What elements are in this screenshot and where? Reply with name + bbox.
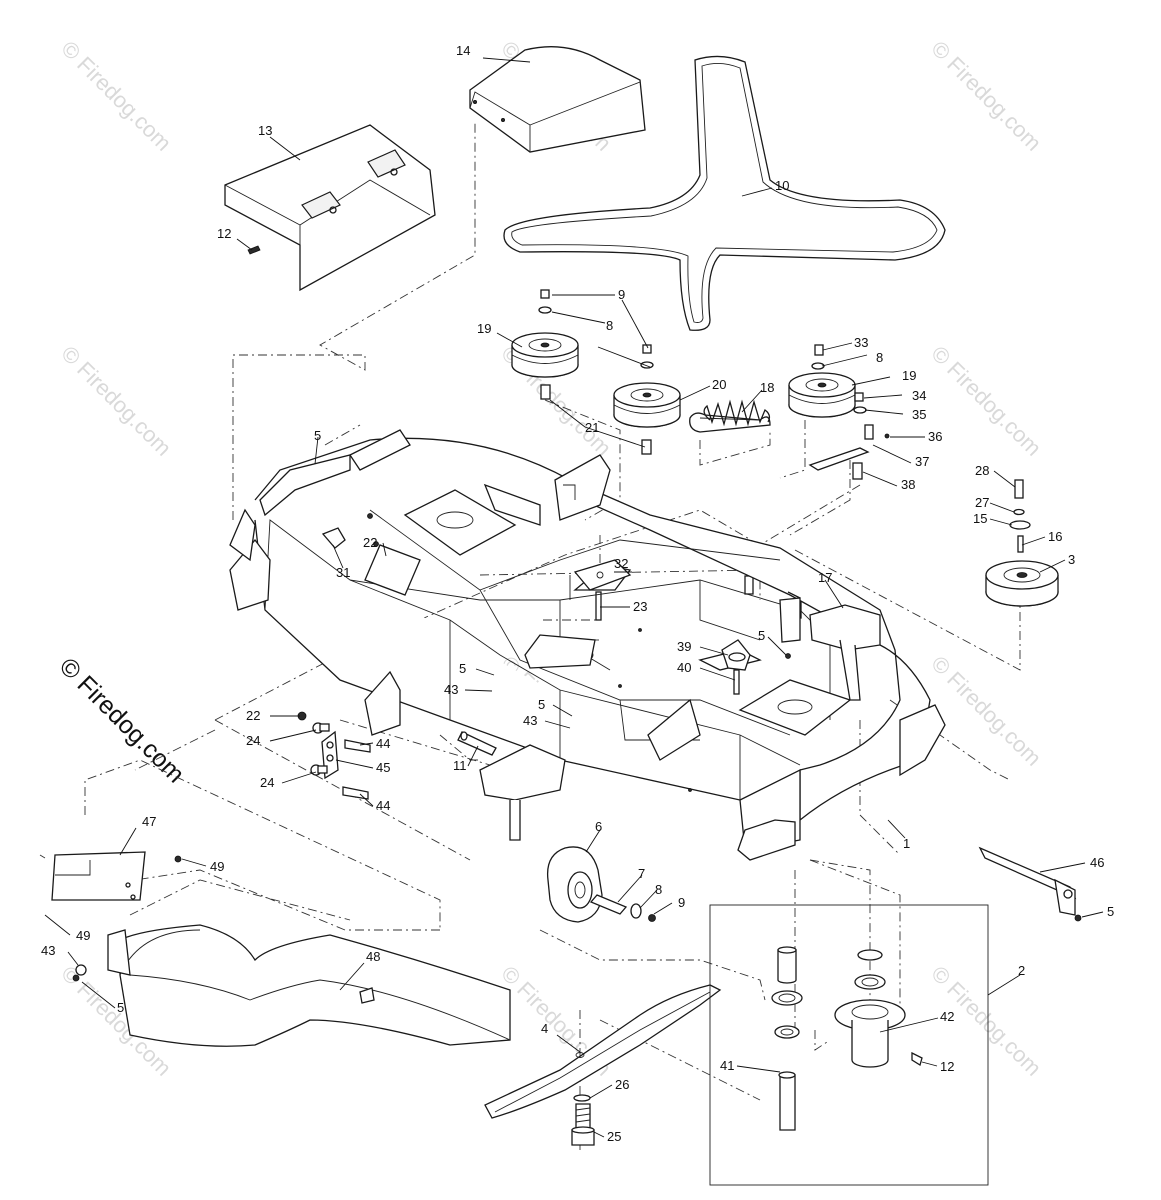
callout-35: 35 <box>912 407 926 422</box>
watermark-main: © Firedog.com <box>54 652 190 788</box>
callout-5: 5 <box>758 628 765 643</box>
discharge-deflector <box>51 851 511 1047</box>
callout-43: 43 <box>41 943 55 958</box>
callout-13: 13 <box>258 123 272 138</box>
callout-20: 20 <box>712 377 726 392</box>
callout-38: 38 <box>901 477 915 492</box>
callout-42: 42 <box>940 1009 954 1024</box>
mower-blade <box>484 984 722 1119</box>
callout-21: 21 <box>585 420 599 435</box>
idler-pulley-19-left <box>511 332 579 378</box>
callout-8: 8 <box>876 350 883 365</box>
callout-12: 12 <box>940 1059 954 1074</box>
callout-6: 6 <box>595 819 602 834</box>
screw-12-top <box>247 245 261 255</box>
callout-5: 5 <box>459 661 466 676</box>
callout-26: 26 <box>615 1077 629 1092</box>
callout-24: 24 <box>260 775 274 790</box>
callout-3: 3 <box>1068 552 1075 567</box>
tension-spring <box>703 399 771 427</box>
callout-5: 5 <box>314 428 321 443</box>
callout-36: 36 <box>928 429 942 444</box>
callout-31: 31 <box>336 565 350 580</box>
drive-belt <box>503 55 946 331</box>
callout-39: 39 <box>677 639 691 654</box>
callout-27: 27 <box>975 495 989 510</box>
callout-8: 8 <box>606 318 613 333</box>
watermark: © Firedog.com <box>926 36 1046 156</box>
gauge-wheel-assembly <box>457 731 656 923</box>
callout-5: 5 <box>1107 904 1114 919</box>
callout-2: 2 <box>1018 963 1025 978</box>
callout-8: 8 <box>655 882 662 897</box>
callout-49: 49 <box>210 859 224 874</box>
callout-40: 40 <box>677 660 691 675</box>
callout-25: 25 <box>607 1129 621 1144</box>
callout-43: 43 <box>444 682 458 697</box>
callout-24: 24 <box>246 733 260 748</box>
callout-5: 5 <box>538 697 545 712</box>
height-adjust-hardware <box>297 711 371 800</box>
callout-46: 46 <box>1090 855 1104 870</box>
callout-19: 19 <box>902 368 916 383</box>
callout-41: 41 <box>720 1058 734 1073</box>
watermark: © Firedog.com <box>56 36 176 156</box>
pivot-plate <box>721 639 751 695</box>
callout-22: 22 <box>246 708 260 723</box>
callout-18: 18 <box>760 380 774 395</box>
callout-5: 5 <box>117 1000 124 1015</box>
callout-7: 7 <box>638 866 645 881</box>
callout-12: 12 <box>217 226 231 241</box>
watermark: © Firedog.com <box>926 651 1046 771</box>
callout-34: 34 <box>912 388 926 403</box>
callout-labels: 14 13 12 10 9 8 19 20 18 21 33 8 19 34 3… <box>41 43 1114 1144</box>
blade-bolt <box>571 1094 595 1146</box>
top-cover <box>469 46 646 153</box>
callout-44: 44 <box>376 798 390 813</box>
callout-37: 37 <box>915 454 929 469</box>
watermark: © Firedog.com <box>56 341 176 461</box>
callout-16: 16 <box>1048 529 1062 544</box>
spindle-assembly-box <box>709 904 989 1186</box>
callout-23: 23 <box>633 599 647 614</box>
belt-guard-left <box>224 124 436 292</box>
callout-4: 4 <box>541 1021 548 1036</box>
idler-arm-bracket <box>569 559 632 600</box>
drive-pulley-3 <box>985 560 1059 607</box>
callout-9: 9 <box>678 895 685 910</box>
callout-10: 10 <box>775 178 789 193</box>
leader-lines <box>44 57 1104 1138</box>
callout-33: 33 <box>854 335 868 350</box>
callout-14: 14 <box>456 43 470 58</box>
callout-17: 17 <box>818 570 832 585</box>
mower-deck-shell <box>229 429 946 861</box>
rear-bar <box>978 846 1082 922</box>
callout-47: 47 <box>142 814 156 829</box>
callout-32: 32 <box>614 556 628 571</box>
watermark: © Firedog.com <box>926 341 1046 461</box>
callout-45: 45 <box>376 760 390 775</box>
callout-28: 28 <box>975 463 989 478</box>
callout-11: 11 <box>453 758 467 773</box>
callout-44: 44 <box>376 736 390 751</box>
callout-43: 43 <box>523 713 537 728</box>
callout-1: 1 <box>903 836 910 851</box>
callout-49: 49 <box>76 928 90 943</box>
callout-15: 15 <box>973 511 987 526</box>
callout-22: 22 <box>363 535 377 550</box>
callout-19: 19 <box>477 321 491 336</box>
watermarks: © Firedog.com © Firedog.com © Firedog.co… <box>56 36 1046 1081</box>
idler-pulley-19-right <box>788 372 856 418</box>
callout-9: 9 <box>618 287 625 302</box>
idler-pulley-20 <box>613 382 681 428</box>
callout-48: 48 <box>366 949 380 964</box>
